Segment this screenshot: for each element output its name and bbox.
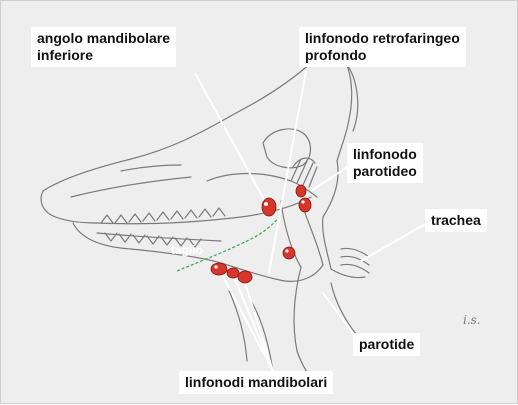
leader-retropharyngeal <box>269 71 306 273</box>
leader-angle <box>195 73 267 205</box>
label-parotid: parotide <box>353 333 420 356</box>
lymph-nodes <box>211 185 311 283</box>
label-parotid-node-line1: linfonodo <box>353 146 417 163</box>
lymph-node-mandibular-1 <box>211 263 227 275</box>
label-angle-line2: inferiore <box>37 47 170 64</box>
leader-parotid <box>323 293 355 336</box>
leader-parotid-node <box>311 166 349 191</box>
lymph-node-mandibular-3 <box>238 271 252 283</box>
lymph-node-angle <box>262 198 276 216</box>
label-parotid-node-line2: parotideo <box>353 163 417 180</box>
label-angle: angolo mandibolare inferiore <box>31 27 176 67</box>
label-cut: taglio <box>171 243 203 257</box>
label-angle-line1: angolo mandibolare <box>37 30 170 47</box>
label-mandibular-nodes: linfonodi mandibolari <box>179 371 333 394</box>
label-parotid-node: linfonodo parotideo <box>347 143 423 183</box>
lymph-node-parotid-2 <box>299 198 311 212</box>
artist-signature: i.s. <box>463 313 481 327</box>
label-retropharyngeal: linfonodo retrofaringeo profondo <box>299 27 466 67</box>
leader-trachea <box>361 223 427 261</box>
pig-skull <box>41 54 369 381</box>
lymph-node-retropharyngeal <box>283 247 295 259</box>
lymph-node-parotid-1 <box>296 185 306 197</box>
lymph-node-mandibular-2 <box>227 268 239 278</box>
label-retropharyngeal-line1: linfonodo retrofaringeo <box>305 30 460 47</box>
label-retropharyngeal-line2: profondo <box>305 47 460 64</box>
label-trachea: trachea <box>425 209 487 232</box>
